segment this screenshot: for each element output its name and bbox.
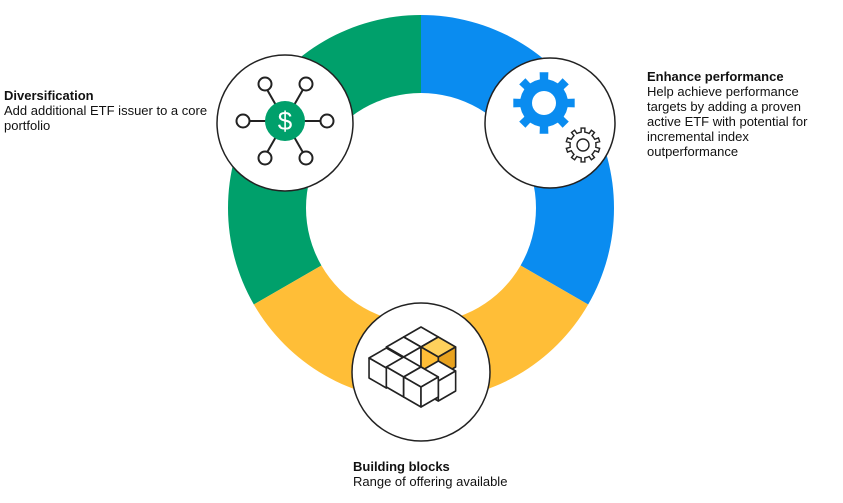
cube-face bbox=[420, 376, 440, 408]
caption-enhance-performance: Enhance performance Help achieve perform… bbox=[647, 69, 837, 159]
caption-building-title: Building blocks bbox=[353, 459, 450, 474]
caption-building-blocks: Building blocks Range of offering availa… bbox=[353, 459, 553, 489]
caption-building-desc: Range of offering available bbox=[353, 474, 508, 489]
caption-diversification-title: Diversification bbox=[4, 88, 94, 103]
building-icon-badge bbox=[351, 302, 491, 442]
gears-icon bbox=[513, 72, 601, 163]
caption-diversification-desc: Add additional ETF issuer to a core port… bbox=[4, 103, 208, 133]
dollar-network-icon bbox=[235, 76, 335, 166]
caption-enhance-desc: Help achieve performance targets by addi… bbox=[647, 84, 808, 159]
diversification-icon-badge: $ bbox=[216, 54, 354, 192]
cubes-icon bbox=[368, 326, 457, 408]
caption-diversification: Diversification Add additional ETF issue… bbox=[4, 88, 214, 133]
dollar-symbol: $ bbox=[278, 106, 293, 136]
cube-face bbox=[437, 370, 457, 402]
enhance-icon-badge bbox=[484, 57, 616, 189]
caption-enhance-title: Enhance performance bbox=[647, 69, 784, 84]
